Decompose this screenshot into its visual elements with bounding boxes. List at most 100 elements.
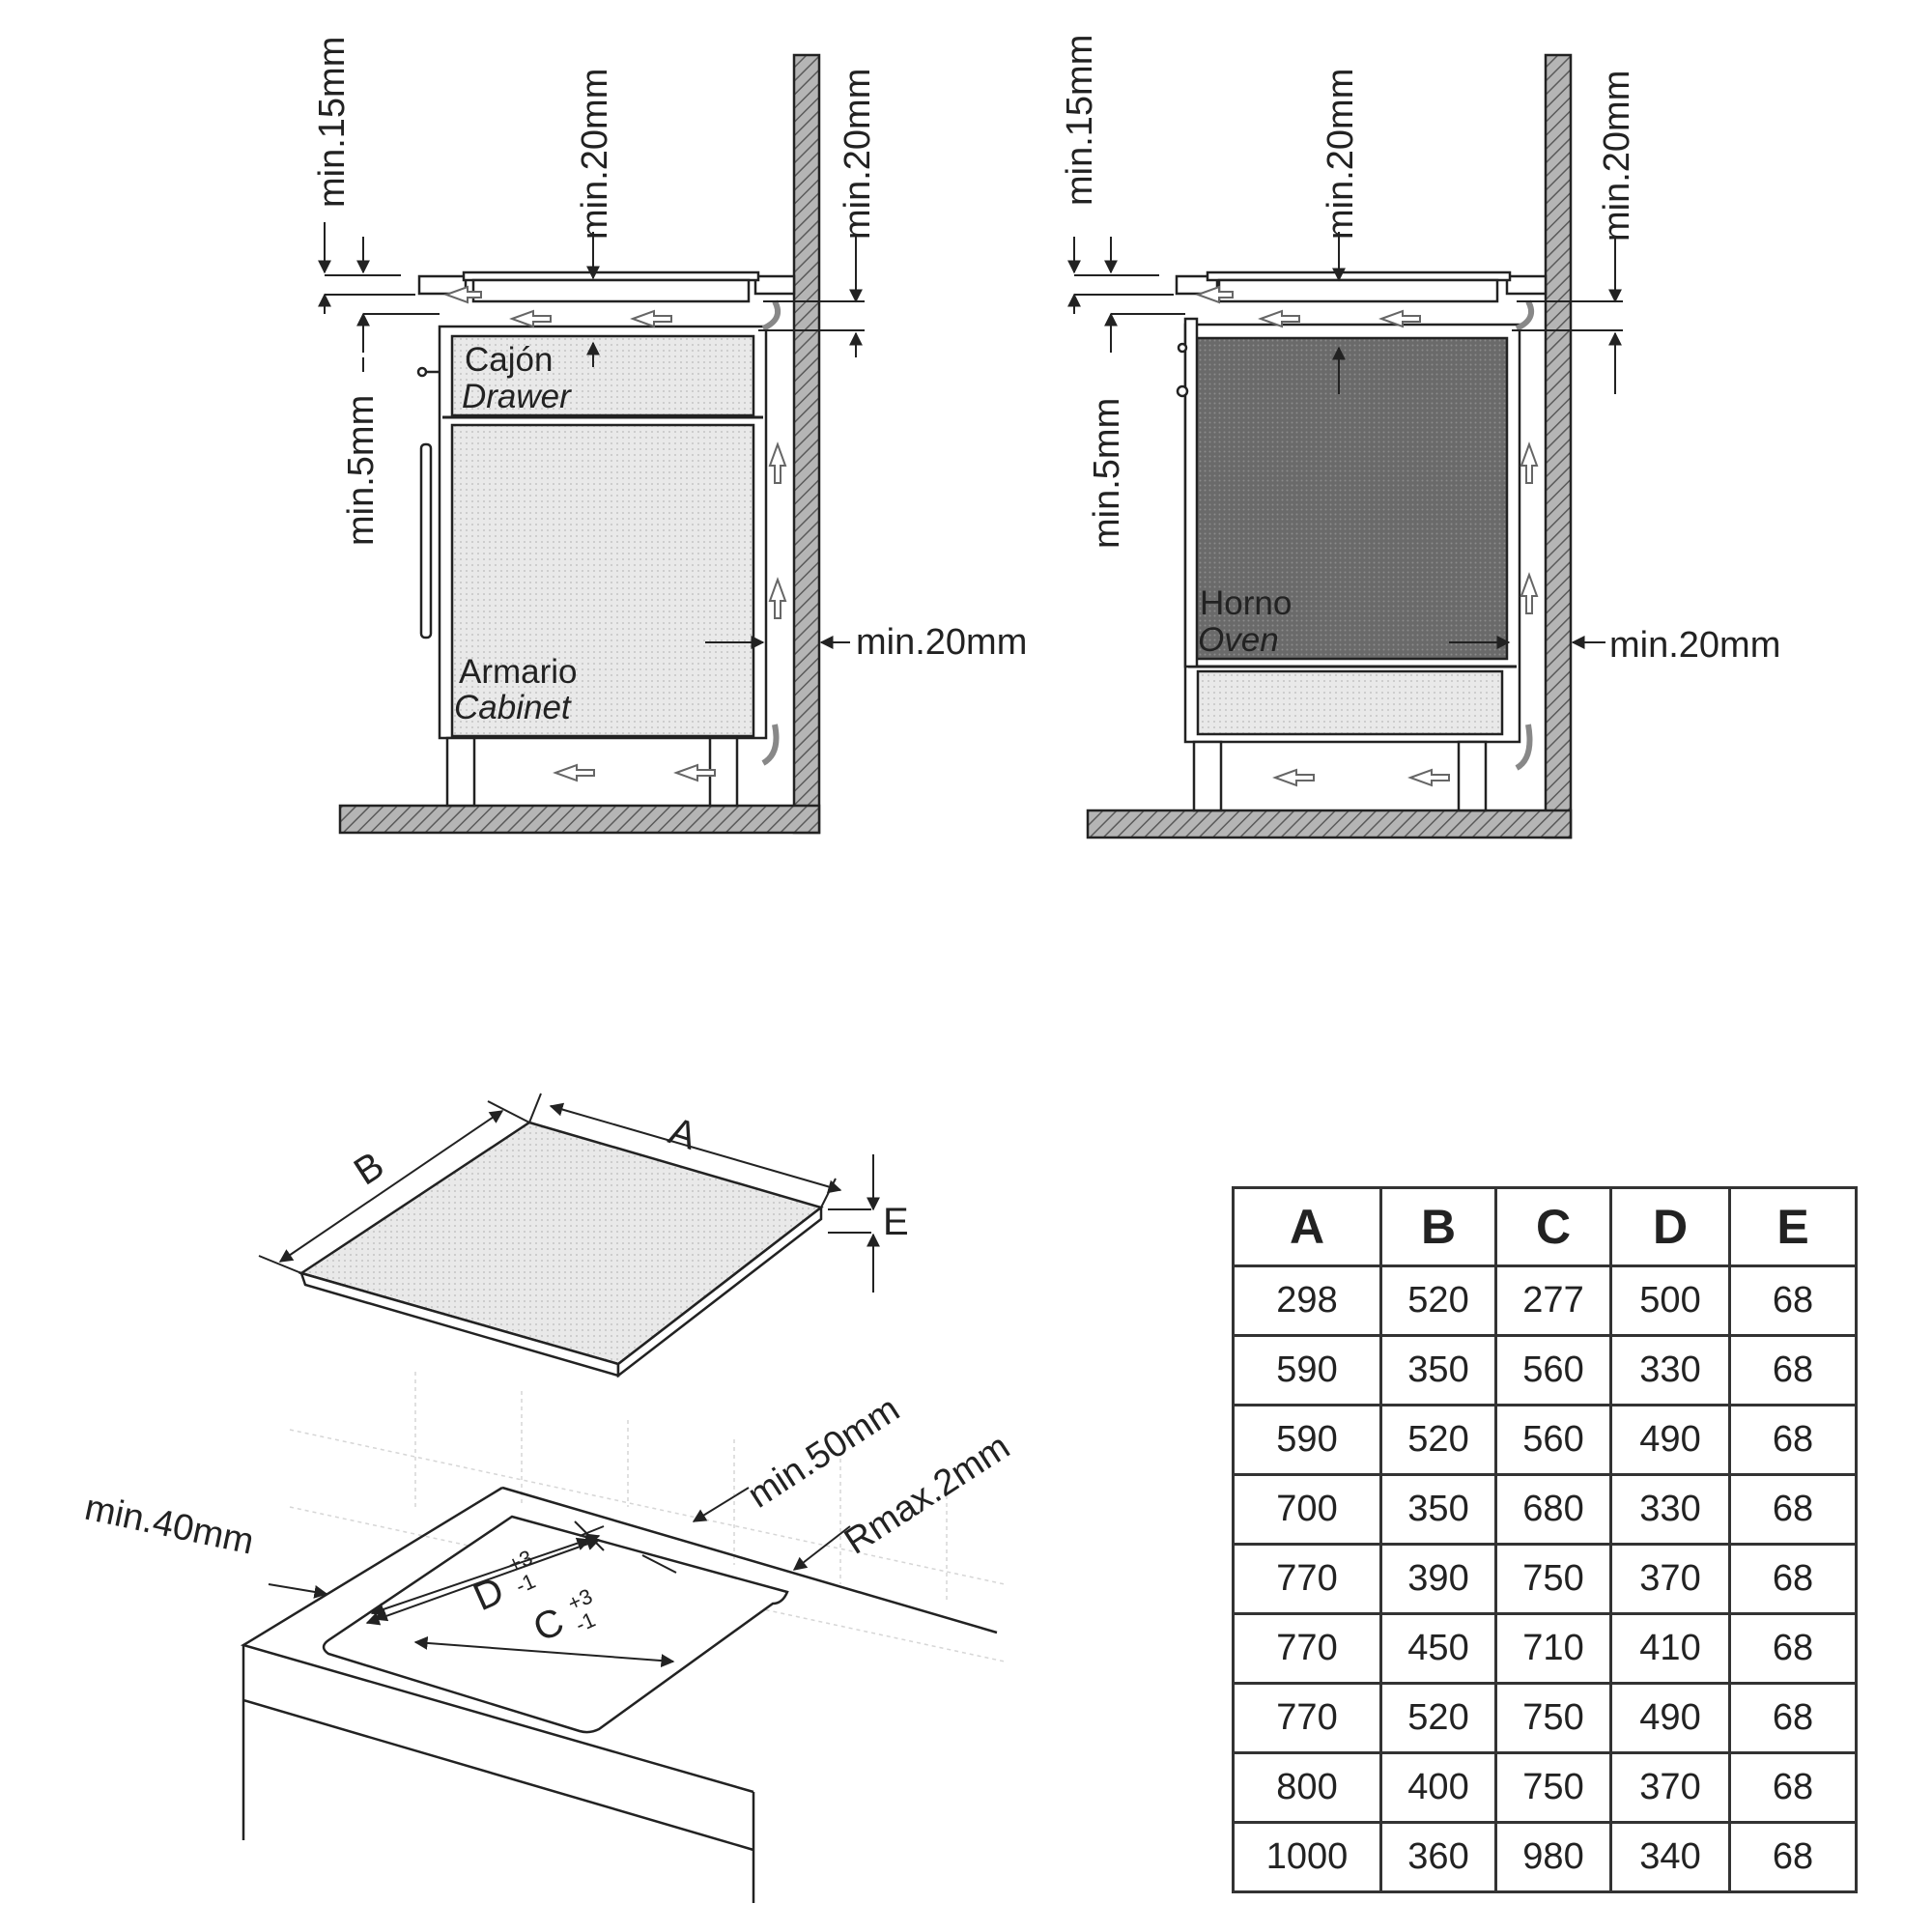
worktop-front-left	[417, 274, 468, 296]
leg-back-right	[1457, 740, 1488, 812]
label-drawer-es: Cajón	[465, 341, 553, 379]
wall-right-view	[1544, 53, 1573, 839]
header-d: D	[1609, 1186, 1731, 1267]
hob-glass-left	[462, 270, 760, 282]
floor-right-view	[1086, 809, 1573, 839]
label-cabinet-en: Cabinet	[454, 689, 572, 726]
table-row: 298 520 277 500 68	[1232, 1264, 1858, 1337]
d-arrow	[370, 1533, 601, 1616]
label-e: E	[883, 1201, 909, 1243]
table-row: 1000 360 980 340 68	[1232, 1821, 1858, 1893]
worktop-outline	[240, 1486, 998, 1903]
header-a: A	[1232, 1186, 1382, 1267]
table-cell: 490	[1609, 1682, 1731, 1754]
table-cell: 68	[1728, 1543, 1858, 1615]
wall-left-view	[792, 53, 821, 835]
label-drawer-en: Drawer	[462, 378, 572, 415]
table-cell: 350	[1379, 1334, 1497, 1406]
label-cabinet-es: Armario	[459, 653, 578, 691]
door-handle	[419, 442, 433, 639]
table-cell: 560	[1494, 1404, 1612, 1476]
hob-top	[298, 1121, 824, 1366]
dim-wall-side-left: min.20mm	[856, 622, 1027, 663]
table-cell: 520	[1379, 1682, 1497, 1754]
oven-knob-2	[1176, 384, 1189, 398]
table-cell: 490	[1609, 1404, 1731, 1476]
table-cell: 770	[1232, 1543, 1382, 1615]
table-cell: 330	[1609, 1473, 1731, 1546]
airflow-arrows-left	[443, 285, 787, 782]
table-cell: 390	[1379, 1543, 1497, 1615]
table-row: 770 450 710 410 68	[1232, 1612, 1858, 1685]
table-cell: 350	[1379, 1473, 1497, 1546]
table-cell: 340	[1609, 1821, 1731, 1893]
table-cell: 68	[1728, 1334, 1858, 1406]
c-dimension-arrow-drawn	[413, 1635, 675, 1668]
table-cell: 370	[1609, 1543, 1731, 1615]
dim-top-gap-left: min.15mm	[312, 37, 353, 208]
table-cell: 360	[1379, 1821, 1497, 1893]
dim-wall-side-right: min.20mm	[1609, 625, 1780, 666]
table-cell: 500	[1609, 1264, 1731, 1337]
iso-hob	[258, 1093, 880, 1378]
table-cell: 590	[1232, 1404, 1382, 1476]
table-cell: 770	[1232, 1682, 1382, 1754]
worktop-back-left	[753, 274, 796, 296]
table-cell: 298	[1232, 1264, 1382, 1337]
oven-body	[1191, 336, 1509, 661]
header-c: C	[1494, 1186, 1612, 1267]
dim-min-50: min.50mm	[741, 1389, 907, 1517]
table-row: 770 390 750 370 68	[1232, 1543, 1858, 1615]
table-row: 590 350 560 330 68	[1232, 1334, 1858, 1406]
dimensions-table: A B C D E 298 520 277 500 68 590 350 560…	[1232, 1186, 1858, 1893]
dim-top-gap-right: min.15mm	[1060, 35, 1100, 206]
label-b: B	[347, 1144, 391, 1193]
table-cell: 590	[1232, 1334, 1382, 1406]
dim-lines-left	[318, 222, 865, 649]
table-cell: 330	[1609, 1334, 1731, 1406]
oven-control-strip	[1183, 317, 1199, 668]
table-cell: 68	[1728, 1751, 1858, 1824]
table-cell: 980	[1494, 1821, 1612, 1893]
table-row: 800 400 750 370 68	[1232, 1751, 1858, 1824]
header-e: E	[1728, 1186, 1858, 1267]
hob-edge-right	[616, 1205, 823, 1378]
table-cell: 750	[1494, 1543, 1612, 1615]
table-cell: 370	[1609, 1751, 1731, 1824]
iso-worktop	[240, 1372, 1006, 1903]
table-cell: 800	[1232, 1751, 1382, 1824]
table-cell: 68	[1728, 1404, 1858, 1476]
table-cell: 68	[1728, 1821, 1858, 1893]
label-a: A	[664, 1110, 701, 1158]
oven-lower-panel	[1196, 669, 1504, 736]
dim-min-40: min.40mm	[81, 1488, 257, 1563]
side-view-oven-text: min.15mm min.20mm min.20mm min.5mm min.2…	[1060, 35, 1780, 666]
table-cell: 700	[1232, 1473, 1382, 1546]
label-oven-en: Oven	[1198, 621, 1279, 659]
dim-above-drawer: min.20mm	[575, 69, 615, 240]
worktop-back-right	[1505, 274, 1548, 296]
table-cell: 750	[1494, 1751, 1612, 1824]
dim-lower-gap-right: min.5mm	[1087, 398, 1127, 549]
hob-body-right	[1217, 278, 1499, 303]
table-cell: 560	[1494, 1334, 1612, 1406]
side-view-cabinet-text: min.15mm min.20mm min.20mm min.5mm min.2…	[312, 37, 1027, 726]
table-cell: 770	[1232, 1612, 1382, 1685]
table-cell: 710	[1494, 1612, 1612, 1685]
table-cell: 68	[1728, 1264, 1858, 1337]
cabinet-door-panel	[450, 423, 755, 738]
side-view-oven	[1067, 53, 1623, 839]
table-cell: 520	[1379, 1264, 1497, 1337]
airflow-arrows-right	[1195, 285, 1539, 787]
dim-wall-top-left: min.20mm	[838, 69, 878, 240]
table-cell: 750	[1494, 1682, 1612, 1754]
dim-lower-gap-left: min.5mm	[341, 395, 382, 546]
table-cell: 277	[1494, 1264, 1612, 1337]
hob-body-left	[471, 278, 751, 303]
table-cell: 410	[1609, 1612, 1731, 1685]
oven-knob-1	[1177, 342, 1188, 354]
table-cell: 68	[1728, 1682, 1858, 1754]
dim-lines-right	[1067, 232, 1623, 649]
table-header-row: A B C D E	[1232, 1186, 1858, 1267]
